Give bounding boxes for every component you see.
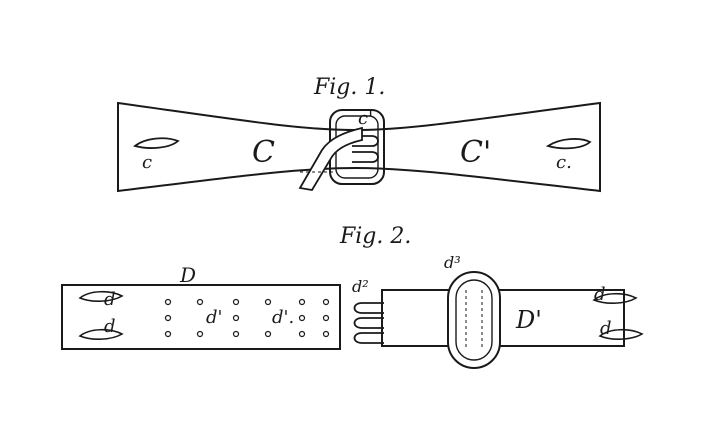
figure-2: Fig. 2. D d d d' d'. [61,224,644,369]
hole [322,314,330,322]
fig2-label-right-end-bottom: d [600,318,612,339]
fig1-right-end-slot [545,138,592,150]
hole [298,314,306,322]
hook [353,317,384,329]
hook [353,332,384,344]
fig2-holes [164,298,330,338]
fig2-label-right-strap: D' [515,306,542,334]
fig2-label-right-end-top: d [594,284,606,305]
fig1-caption: Fig. 1. [313,75,385,100]
fig1-label-left-strap: C [252,135,275,170]
hole [264,298,272,306]
fig2-left-end-slot-bottom [78,328,124,340]
fig1-left-end-slot [133,137,180,149]
fig1-label-right-strap: C' [460,135,491,170]
hole [322,330,330,338]
hole [164,298,172,306]
figure-1: Fig. 1. c C c' C' c. [117,75,601,193]
fig1-buckle-prong-bottom [352,151,379,163]
fig2-hooks [353,302,384,344]
fig2-right-end-slot-top [592,292,638,304]
hole [264,330,272,338]
fig2-label-hooks: d² [352,277,369,296]
fig2-left-strap [61,284,341,350]
hole [164,330,172,338]
hole [196,298,204,306]
fig2-loop-inner [455,279,493,361]
fig2-right-strap [381,289,625,347]
fig2-right-end-slot-bottom [598,328,644,340]
fig2-label-strap-top: D [179,263,196,287]
fig2-label-holes-b: d'. [272,307,294,328]
fig1-label-buckle: c' [358,108,373,129]
fig2-loop-outer [447,271,501,369]
hole [322,298,330,306]
fig1-buckle-prong-top [352,135,379,147]
hook [353,302,384,314]
hole [232,330,240,338]
fig2-label-loop: d³ [444,253,461,272]
fig2-label-left-end-bottom: d [104,316,116,337]
fig2-label-left-end-top: d [104,289,116,310]
fig1-label-left-end: c [142,152,152,173]
hole [196,330,204,338]
hole [232,298,240,306]
hole [298,330,306,338]
fig1-label-right-end: c. [556,152,572,173]
fig2-label-holes-a: d' [206,307,222,328]
hole [298,298,306,306]
hole [164,314,172,322]
fig2-left-end-slot-top [78,290,124,302]
fig1-buckle-tongue [298,126,363,191]
hole [232,314,240,322]
fig2-caption: Fig. 2. [339,224,411,249]
fig1-strap-body [117,101,601,193]
